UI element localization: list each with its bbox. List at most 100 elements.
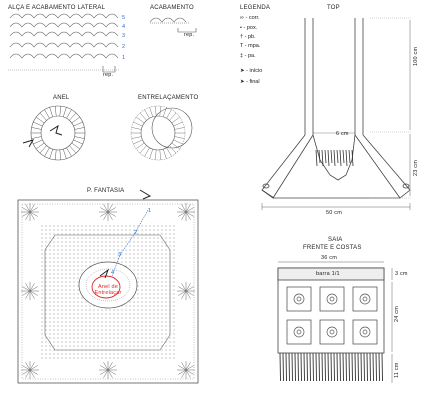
anel-stitch (31, 127, 42, 130)
end-arrow-icon (22, 139, 35, 148)
top-fringe-strand (345, 149, 348, 167)
anel-ring (22, 105, 86, 161)
start-arrow-icon (49, 124, 63, 136)
fan-stitch (107, 369, 116, 375)
fan-stitch (103, 369, 109, 378)
legenda-title: LEGENDA (240, 5, 271, 11)
top-fringe-strand (333, 149, 336, 167)
alca-row-3: 3 (122, 33, 126, 39)
legend-item-mpa: T - mpa. (240, 43, 261, 49)
legend-item-inicio: ➤ - início (240, 68, 263, 74)
chain-icon: ∞ (240, 15, 244, 21)
skirt-fringe-strand (363, 352, 365, 382)
ent-stitch (154, 149, 157, 160)
alca-row-line (9, 42, 119, 48)
start-arrow-icon (99, 268, 110, 279)
skirt-fringe-strand (300, 352, 302, 382)
end-arrow-icon (139, 189, 152, 200)
ent-stitch (173, 139, 183, 145)
fan-stitch (185, 365, 194, 371)
skirt-fringe-strand (285, 352, 287, 382)
skirt-fringe-strand (381, 352, 383, 382)
skirt-fringe-strand (372, 352, 374, 382)
fan-stitch (185, 290, 191, 299)
ent-stitch (174, 136, 185, 139)
anel-stitch (33, 121, 43, 127)
legend-item-final: ➤ - final (240, 79, 260, 85)
fan-stitch (22, 211, 31, 217)
fan-stitch (22, 286, 31, 292)
skirt-fringe-strand (306, 352, 308, 382)
skirt-fringe-strand (279, 352, 281, 382)
fan-stitch (185, 286, 194, 292)
fan-stitch (178, 207, 187, 213)
anel-stitch (71, 116, 80, 124)
square-spiral-inner (329, 329, 335, 335)
fan-stitch (29, 290, 38, 296)
top-fringe-strand (318, 149, 321, 164)
alca-row-5: 5 (122, 15, 126, 21)
skirt-fringe-strand (303, 352, 305, 382)
ent-stitch (169, 112, 177, 121)
skirt-fringe-strand (336, 352, 338, 382)
square-spiral-inner (296, 296, 302, 302)
square-spiral-inner (329, 296, 335, 302)
anel-stitch (69, 112, 77, 121)
saia-panel (277, 261, 393, 383)
fan-stitch (181, 204, 187, 213)
ent-stitch (136, 142, 145, 150)
anel-stitch (33, 139, 43, 145)
fan-stitch (107, 211, 116, 217)
fan-stitch (178, 365, 187, 371)
fan-stitch (103, 211, 109, 220)
alca-row-2: 2 (122, 44, 126, 50)
fan-stitch (185, 207, 194, 213)
anel-stitch (49, 149, 53, 159)
fan-stitch (29, 283, 35, 292)
ent-stitch (149, 107, 153, 117)
anel-stitch (36, 116, 45, 124)
top-height-strap: 100 cm (413, 46, 419, 66)
start-arrow-icon: ➤ (240, 68, 245, 74)
skirt-fringe-strand (345, 352, 347, 382)
fan-stitch (185, 369, 191, 378)
fan-stitch (100, 369, 109, 375)
legend-item-pox: • - pox. (240, 25, 258, 31)
skirt-fringe-strand (315, 352, 317, 382)
fan-stitch (29, 362, 35, 371)
top-fringe-strand (351, 149, 354, 167)
granny-square (286, 286, 312, 312)
entrelacamento-rings (130, 105, 193, 161)
fan-stitch (25, 290, 31, 299)
top-fringe-strand (321, 149, 324, 167)
top-title: TOP (327, 5, 340, 11)
anel-stitch (31, 136, 42, 139)
fan-stitch (185, 211, 191, 220)
alca-title: ALÇA E ACABAMENTO LATERAL (8, 5, 106, 11)
fan-stitch (22, 207, 31, 213)
entrelacamento-title: ENTRELAÇAMENTO (138, 95, 199, 101)
fantasia-motif (17, 189, 199, 384)
fan-stitch (100, 211, 109, 217)
ent-stitch (171, 116, 180, 124)
fan-stitch (29, 211, 38, 217)
top-fringe-strand (348, 149, 351, 164)
skirt-fringe-strand (297, 352, 299, 382)
fan-stitch (181, 290, 187, 299)
saia-barra: barra 1/1 (316, 271, 340, 277)
alca-row-line (9, 31, 119, 37)
alca-row-line (9, 22, 119, 28)
saia-barra-h: 3 cm (395, 271, 408, 277)
half-double-icon: T (240, 43, 244, 49)
skirt-fringe-strand (357, 352, 359, 382)
saia-body-h: 24 cm (394, 306, 400, 322)
fan-stitch (178, 369, 187, 375)
fantasia-title: P. FANTASIA (87, 188, 125, 194)
skirt-fringe-strand (342, 352, 344, 382)
ent-stitch (144, 109, 150, 119)
fan-stitch (25, 369, 31, 378)
fan-stitch (29, 365, 38, 371)
top-fringe-strand (330, 149, 333, 164)
legend-item-pa: ‡ - pa. (240, 53, 256, 59)
alca-row-line (9, 13, 119, 19)
